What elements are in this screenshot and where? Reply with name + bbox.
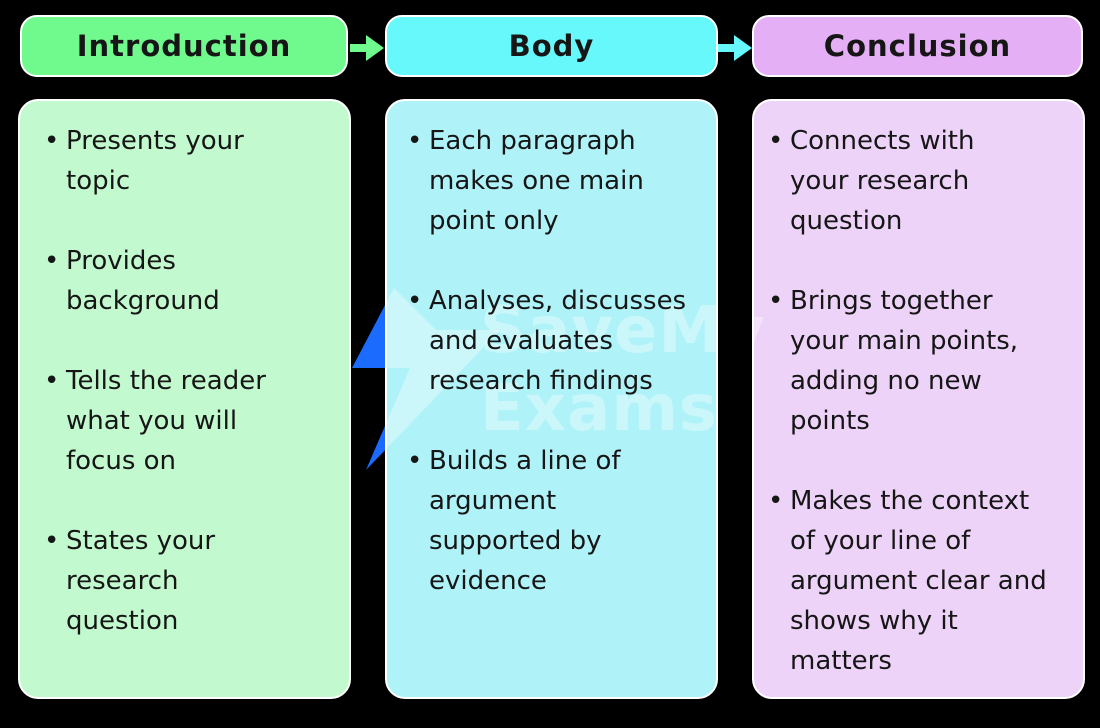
list-item-text: Makes the context of your line of argume… bbox=[790, 486, 1047, 676]
arrow-right-icon-body-to-conclusion bbox=[718, 35, 752, 61]
list-item: • States your research question bbox=[44, 521, 331, 641]
list-item-text: Analyses, discusses and evaluates resear… bbox=[429, 286, 687, 396]
list-item-text: Provides background bbox=[66, 246, 220, 316]
list-item-text: Presents your topic bbox=[66, 126, 244, 196]
header-conclusion: Conclusion bbox=[752, 15, 1083, 77]
header-introduction: Introduction bbox=[20, 15, 348, 77]
bullet-icon: • bbox=[44, 246, 60, 276]
bullet-icon: • bbox=[768, 286, 784, 316]
list-item: • Makes the context of your line of argu… bbox=[768, 481, 1073, 681]
list-item: • Brings together your main points, addi… bbox=[768, 281, 1073, 441]
list-item-text: States your research question bbox=[66, 526, 216, 636]
header-introduction-label: Introduction bbox=[76, 29, 292, 63]
arrow-right-icon-intro-to-body bbox=[350, 35, 384, 61]
bullet-icon: • bbox=[44, 126, 60, 156]
header-conclusion-label: Conclusion bbox=[823, 29, 1012, 63]
list-item-text: Each paragraph makes one main point only bbox=[429, 126, 644, 236]
bullet-icon: • bbox=[44, 366, 60, 396]
bullet-icon: • bbox=[768, 486, 784, 516]
bullet-icon: • bbox=[407, 126, 423, 156]
header-body: Body bbox=[385, 15, 718, 77]
list-item: • Provides background bbox=[44, 241, 331, 321]
bullet-icon: • bbox=[44, 526, 60, 556]
list-item: • Tells the reader what you will focus o… bbox=[44, 361, 331, 481]
bullet-icon: • bbox=[768, 126, 784, 156]
list-item: • Connects with your research question bbox=[768, 121, 1073, 241]
header-body-label: Body bbox=[508, 29, 595, 63]
list-item: • Analyses, discusses and evaluates rese… bbox=[407, 281, 708, 401]
list-item: • Builds a line of argument supported by… bbox=[407, 441, 708, 601]
conclusion-panel: SaveMy Exams • Connects with your resear… bbox=[752, 99, 1085, 699]
list-item-text: Tells the reader what you will focus on bbox=[66, 366, 266, 476]
bullet-icon: • bbox=[407, 446, 423, 476]
bullet-icon: • bbox=[407, 286, 423, 316]
introduction-panel: SaveMy Exams • Presents your topic • Pro… bbox=[18, 99, 351, 699]
list-item-text: Builds a line of argument supported by e… bbox=[429, 446, 621, 596]
body-panel: SaveMy Exams • Each paragraph makes one … bbox=[385, 99, 718, 699]
list-item-text: Brings together your main points, adding… bbox=[790, 286, 1019, 436]
list-item: • Presents your topic bbox=[44, 121, 331, 201]
list-item-text: Connects with your research question bbox=[790, 126, 975, 236]
list-item: • Each paragraph makes one main point on… bbox=[407, 121, 708, 241]
